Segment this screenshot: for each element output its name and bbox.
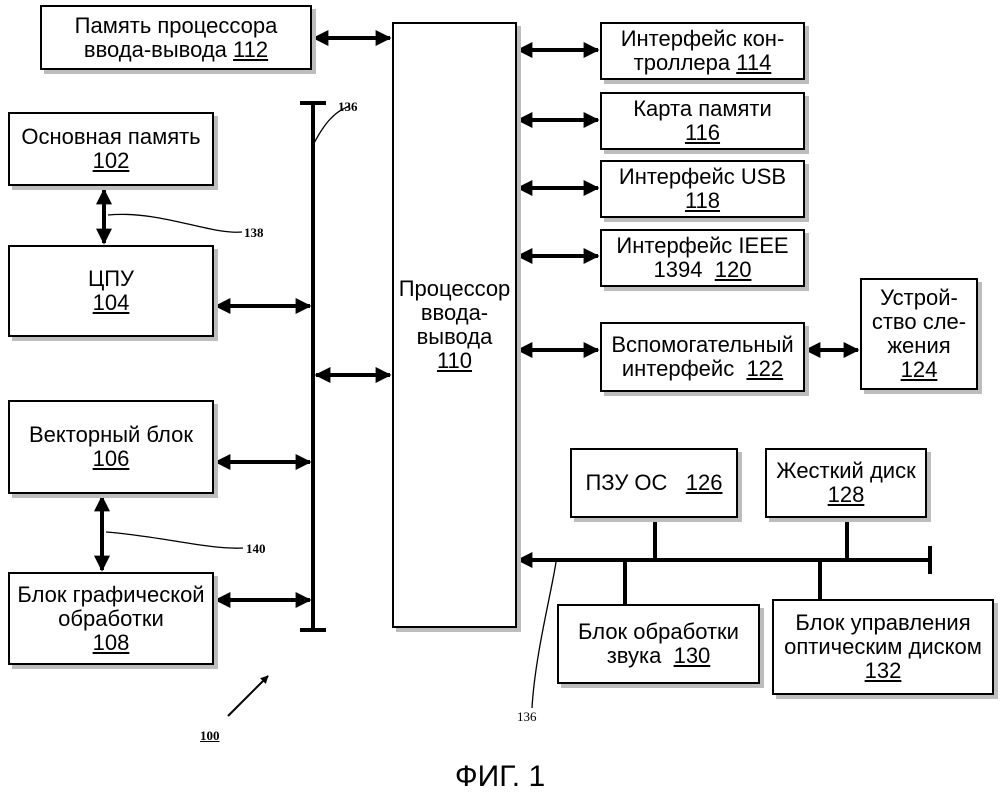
usb-interface-block: Интерфейс USB 118 [600,160,805,218]
ieee1394-interface-block: Интерфейс IEEE 1394 120 [600,229,805,287]
hard-disk-block: Жесткий диск 128 [765,448,927,518]
ref-100: 100 [200,728,220,744]
controller-interface-block: Интерфейс кон- троллера 114 [600,22,805,80]
ref-140: 140 [246,541,266,557]
graphics-processing-block: Блок графической обработки 108 [8,572,214,665]
arrow-system-100 [228,676,268,716]
figure-caption: ФИГ. 1 [0,760,1000,794]
optical-disk-control-block: Блок управления оптическим диском 132 [772,599,994,695]
memory-card-block: Карта памяти 116 [600,92,805,150]
leader-138 [108,214,242,232]
io-processor-memory-block: Память процессора ввода-вывода 112 [40,5,312,70]
ref-138: 138 [244,225,264,241]
leader-140 [106,532,243,548]
leader-136-bottom [532,562,556,708]
auxiliary-interface-block: Вспомогательный интерфейс 122 [600,322,805,392]
main-memory-block: Основная память 102 [8,112,214,186]
tracking-device-block: Устрой- ство сле- жения 124 [860,278,978,390]
io-processor-block: Процессор ввода- вывода 110 [392,22,517,628]
vector-unit-block: Векторный блок 106 [8,400,214,494]
ref-136-bottom: 136 [517,709,537,725]
cpu-block: ЦПУ 104 [8,245,214,337]
os-rom-block: ПЗУ ОС 126 [570,448,738,518]
ref-136-top: 136 [338,99,358,115]
sound-processing-block: Блок обработки звука 130 [557,604,760,684]
